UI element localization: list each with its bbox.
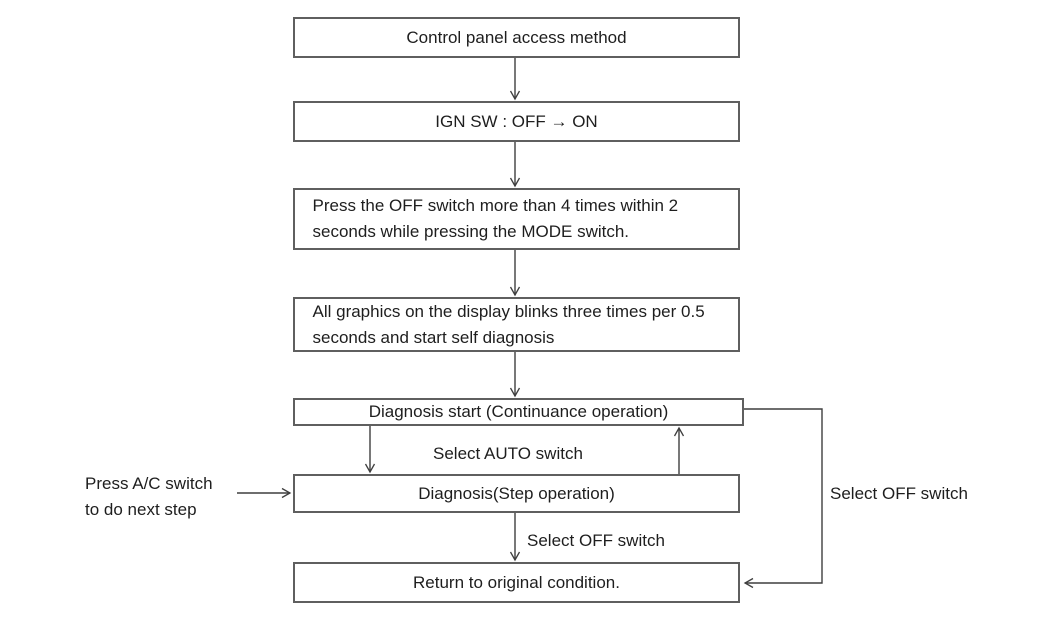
node-ign-sw-off-on: IGN SW : OFF → ON: [293, 101, 740, 142]
node-diagnosis-start-continuance: Diagnosis start (Continuance operation): [293, 398, 744, 426]
node-press-off-switch: Press the OFF switch more than 4 times w…: [293, 188, 740, 250]
node-diagnosis-step-operation: Diagnosis(Step operation): [293, 474, 740, 513]
node-return-original-condition: Return to original condition.: [293, 562, 740, 603]
edge-label-select-auto-switch: Select AUTO switch: [433, 444, 583, 463]
node-press-off-switch-text: Press the OFF switch more than 4 times w…: [312, 196, 679, 241]
edge-label-press-ac-switch: Press A/C switch to do next step: [85, 474, 213, 519]
edge-label-select-off-switch-step: Select OFF switch: [527, 531, 665, 550]
node-control-panel-access-method: Control panel access method: [293, 17, 740, 58]
node-graphics-blink-text: All graphics on the display blinks three…: [312, 301, 705, 347]
arrow-diagstart-to-return: [743, 408, 823, 589]
node-graphics-blink: All graphics on the display blinks three…: [293, 297, 740, 352]
edge-label-select-off-switch-continuance: Select OFF switch: [830, 484, 968, 503]
